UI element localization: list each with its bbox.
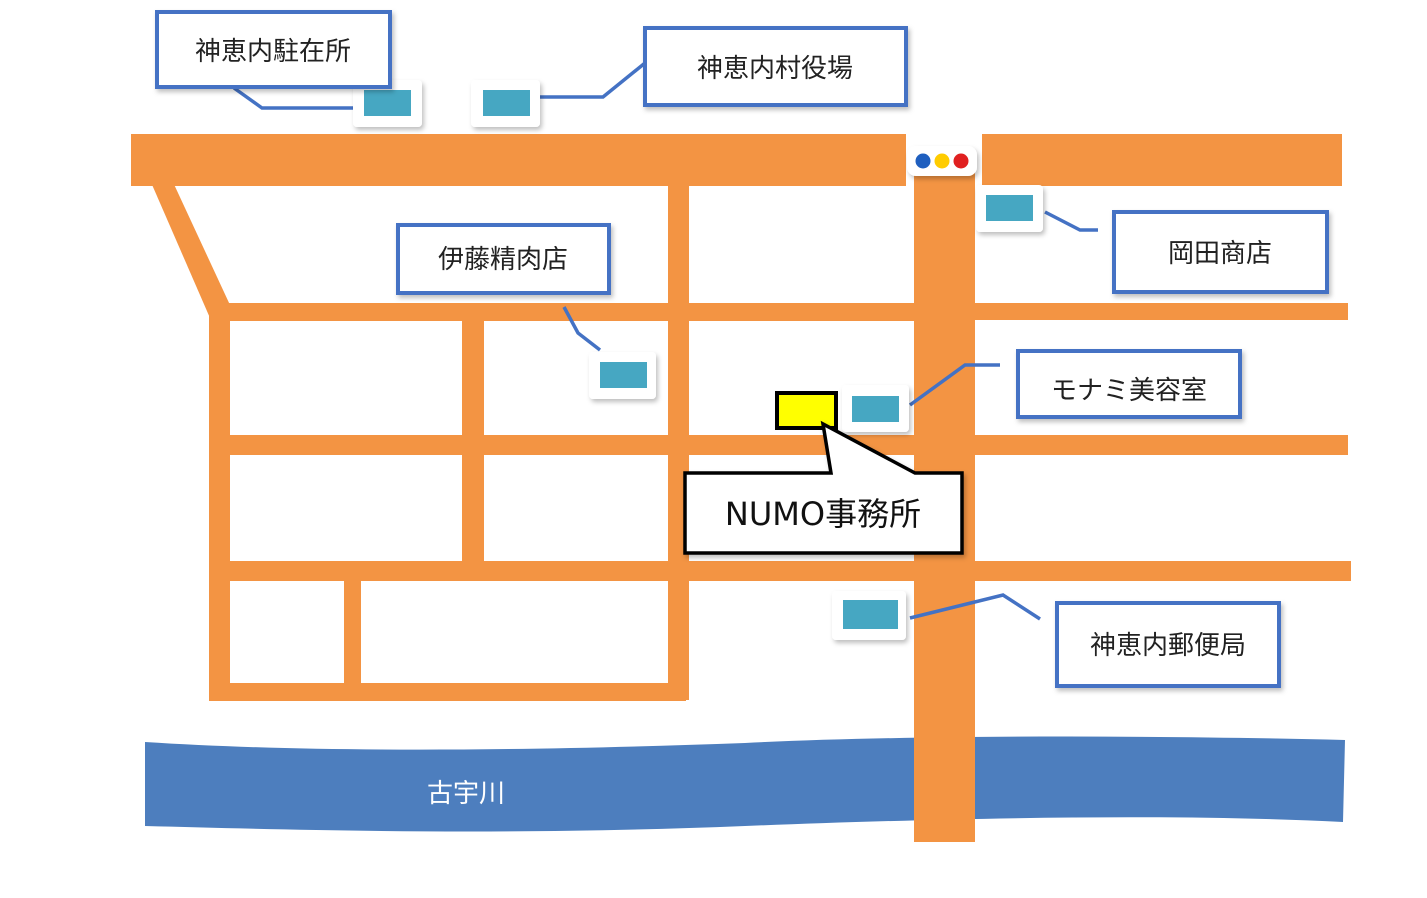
leader-monami [908, 363, 1000, 407]
label-monami-salon[interactable]: モナミ美容室 [1016, 349, 1242, 419]
main-road-east [982, 134, 1342, 186]
river-label: 古宇川 [427, 779, 505, 809]
river-body [145, 736, 1345, 832]
street-v3 [668, 180, 689, 700]
main-road-west [131, 134, 906, 186]
street-h3-east [975, 561, 1351, 581]
street-v4 [344, 578, 361, 686]
street-h1-east [975, 303, 1348, 320]
leader-post-office [909, 593, 1041, 621]
building-icon-village-office[interactable] [471, 80, 540, 127]
label-post-office-text: 神恵内郵便局 [1090, 631, 1246, 661]
label-chuzaisho[interactable]: 神恵内駐在所 [155, 10, 392, 89]
label-okada-shop-text: 岡田商店 [1168, 239, 1272, 269]
diagonal-road [150, 180, 230, 318]
street-west-vertical [209, 303, 230, 700]
label-village-office-text: 神恵内村役場 [697, 54, 853, 84]
leader-village-office [540, 61, 647, 99]
label-ito-butcher[interactable]: 伊藤精肉店 [396, 223, 611, 295]
street-v2 [462, 318, 484, 563]
leader-chuzaisho [232, 86, 355, 110]
numo-office-label: NUMO事務所 [725, 495, 921, 533]
building-icon-monami[interactable] [842, 385, 909, 432]
leader-lines [232, 61, 1098, 621]
numo-office-callout[interactable]: NUMO事務所 [683, 420, 964, 555]
label-village-office[interactable]: 神恵内村役場 [643, 26, 908, 107]
building-icon-ito[interactable] [589, 352, 656, 399]
street-h2-east [975, 435, 1348, 455]
destination-marker-icon[interactable] [775, 391, 838, 430]
building-icon-chuzaisho[interactable] [353, 80, 422, 127]
label-okada-shop[interactable]: 岡田商店 [1112, 210, 1329, 294]
leader-ito [562, 306, 602, 352]
label-chuzaisho-text: 神恵内駐在所 [195, 37, 351, 67]
road-network [131, 134, 1351, 842]
leader-okada [1044, 210, 1098, 232]
label-ito-butcher-text: 伊藤精肉店 [438, 245, 568, 275]
river: 古宇川 [145, 736, 1345, 832]
traffic-signal-icon [907, 146, 977, 176]
street-south [209, 683, 686, 701]
building-icon-post-office[interactable] [832, 591, 906, 640]
numo-callout-box [683, 420, 964, 555]
label-monami-salon-text: モナミ美容室 [1051, 376, 1207, 406]
label-post-office[interactable]: 神恵内郵便局 [1055, 601, 1281, 688]
street-h2 [209, 435, 914, 455]
street-h1 [209, 303, 914, 321]
street-h3 [209, 561, 914, 581]
building-icon-okada[interactable] [976, 185, 1043, 232]
